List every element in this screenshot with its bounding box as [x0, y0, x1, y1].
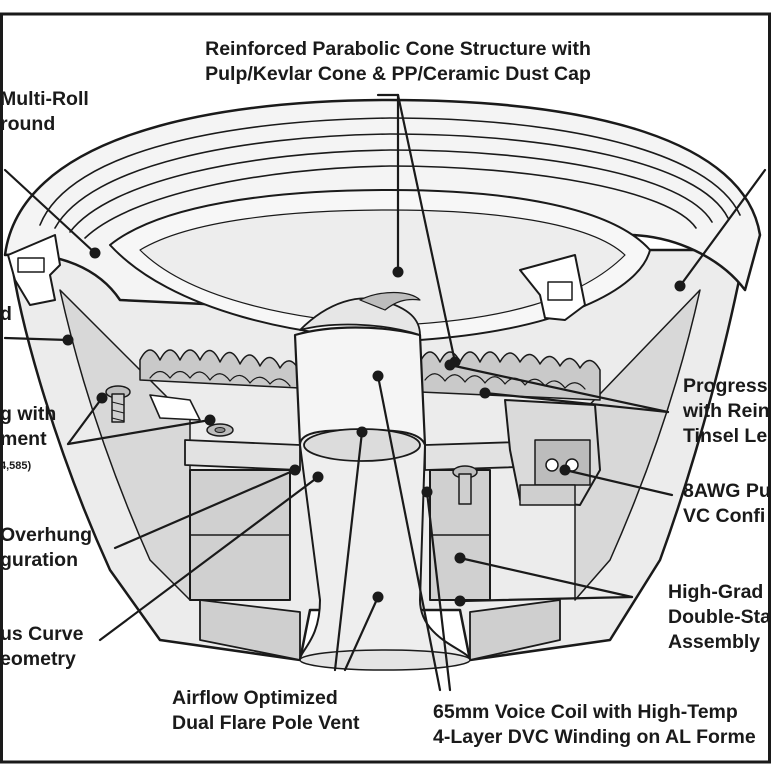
leader-tinsel-a — [66, 396, 104, 446]
label-tinsel-left-line-1: g with — [0, 403, 57, 425]
dot-progressive-2 — [479, 387, 491, 399]
pole-vent-bottom — [299, 649, 471, 671]
frame-slot-right — [547, 281, 573, 301]
spider-left-ridges — [149, 370, 291, 387]
label-curve-line-1: us Curve — [0, 623, 84, 645]
terminal-post-1 — [545, 458, 559, 472]
label-high-grade: High-Grad Double-Sta Assembly — [668, 580, 771, 655]
dot-vc-2 — [421, 486, 433, 498]
leader-overhung — [113, 468, 297, 550]
leader-tinsel-b — [66, 418, 212, 446]
label-curve-line-2: eometry — [0, 648, 76, 670]
surround-roll-1 — [39, 117, 741, 226]
dot-awg — [559, 464, 571, 476]
leader-right-surround — [678, 168, 767, 288]
spider-right — [419, 351, 601, 401]
terminal-face — [534, 439, 591, 486]
surround-roll-2 — [54, 133, 729, 229]
label-left-frag-line-1: d — [0, 303, 12, 325]
surround-roll-4 — [84, 165, 697, 239]
label-cone-line-1: Reinforced Parabolic Cone Structure with — [205, 38, 591, 60]
dot-airflow-2 — [372, 591, 384, 603]
dot-tinsel-a — [96, 392, 108, 404]
label-awg-line-2: VC Confi — [683, 505, 766, 527]
back-plate-right — [469, 599, 561, 661]
cone-shadow — [139, 209, 626, 326]
label-high-grade-line-3: Assembly — [668, 631, 761, 653]
frame-border — [0, 12, 771, 764]
leader-vc-1 — [376, 374, 442, 692]
cone-logo-swoosh — [359, 291, 421, 311]
label-airflow-line-1: Airflow Optimized — [172, 687, 338, 709]
label-surround: Multi-Roll round — [0, 87, 89, 137]
screw-mid-icon — [206, 423, 234, 437]
label-high-grade-line-1: High-Grad — [668, 581, 764, 603]
label-curve: us Curve eometry — [0, 622, 83, 672]
label-voice-coil-line-2: 4-Layer DVC Winding on AL Forme — [433, 726, 756, 748]
label-tinsel-left-line-2: ment — [0, 428, 47, 450]
dot-overhung — [289, 464, 301, 476]
leader-airflow-2 — [343, 595, 380, 672]
label-left-frag: d — [0, 302, 12, 327]
leader-hg-1 — [458, 556, 634, 599]
terminal-base — [519, 484, 576, 506]
leader-airflow-1 — [333, 430, 364, 672]
spider-left — [139, 349, 301, 389]
dot-tinsel-b — [204, 414, 216, 426]
label-voice-coil: 65mm Voice Coil with High-Temp 4-Layer D… — [433, 700, 771, 750]
dot-hg-2 — [454, 595, 466, 607]
label-surround-line-1: Multi-Roll — [0, 88, 89, 110]
label-awg: 8AWG Pu VC Confi — [683, 479, 771, 529]
label-overhung-line-1: Overhung — [0, 524, 93, 546]
leader-progressive-1 — [448, 363, 670, 414]
dot-hg-1 — [454, 552, 466, 564]
leader-left-frame — [3, 336, 70, 342]
dot-curve — [312, 471, 324, 483]
leader-vc-2 — [425, 490, 452, 692]
frame-slot-left — [17, 257, 45, 273]
label-cone-structure: Reinforced Parabolic Cone Structure with… — [160, 37, 636, 87]
leader-curve — [98, 475, 320, 642]
spider-right-ridges — [424, 373, 586, 390]
label-overhung-line-2: guration — [0, 549, 78, 571]
leader-awg — [563, 468, 674, 497]
dust-cap — [299, 297, 421, 336]
label-voice-coil-line-1: 65mm Voice Coil with High-Temp — [433, 701, 738, 723]
leader-cone-2 — [396, 93, 457, 364]
dot-vc-1 — [372, 370, 384, 382]
label-progressive-line-3: Tinsel Le — [683, 425, 768, 447]
label-surround-line-2: round — [0, 113, 56, 135]
label-cone-line-2: Pulp/Kevlar Cone & PP/Ceramic Dust Cap — [205, 63, 591, 85]
surround-roll-3 — [69, 149, 713, 233]
tinsel-lead-left — [149, 394, 201, 421]
label-awg-line-1: 8AWG Pu — [683, 480, 771, 502]
screw-right-icon — [452, 465, 478, 505]
top-plate-left — [184, 439, 301, 471]
dot-cone — [392, 266, 404, 278]
label-high-grade-line-2: Double-Sta — [668, 606, 771, 628]
dot-left-frame — [62, 334, 74, 346]
label-tinsel-left: g with ment — [0, 402, 56, 452]
label-progressive-line-2: with Reinf — [683, 400, 771, 422]
basket-inner-right — [574, 289, 701, 601]
leader-hg-2 — [458, 595, 634, 603]
screw-left-icon — [105, 385, 131, 423]
label-progressive: Progress with Reinf Tinsel Le — [683, 374, 771, 449]
label-airflow-line-2: Dual Flare Pole Vent — [172, 712, 360, 734]
label-patent: 4,585) — [0, 460, 32, 472]
leader-progressive-2 — [483, 391, 670, 414]
leader-surround — [3, 168, 97, 255]
dot-progressive-1 — [444, 359, 456, 371]
label-progressive-line-1: Progress — [683, 375, 768, 397]
basket-inner-left — [59, 289, 191, 601]
label-overhung: Overhung guration — [0, 523, 92, 573]
dot-surround — [89, 247, 101, 259]
label-airflow: Airflow Optimized Dual Flare Pole Vent — [172, 686, 359, 736]
dot-right-surround — [674, 280, 686, 292]
dot-airflow-1 — [356, 426, 368, 438]
